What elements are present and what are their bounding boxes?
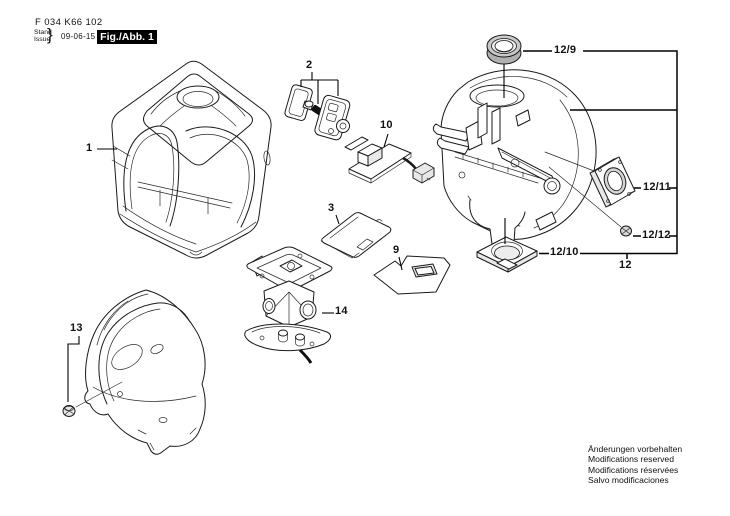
note-line-es: Salvo modificaciones	[588, 475, 669, 486]
callout-part-12-10: 12/10	[550, 246, 579, 258]
callout-part-13: 13	[70, 322, 83, 334]
part9-gasket-drawing	[373, 255, 451, 295]
leader-part12-11-12-axis	[544, 151, 622, 228]
note-line-en: Modifications reserved	[588, 454, 674, 465]
part14-laser-unit-drawing	[244, 246, 333, 364]
callout-part-12-11: 12/11	[643, 181, 671, 193]
issue-label: Issue	[34, 36, 51, 44]
part10-switch-board-drawing	[344, 136, 435, 184]
brace-glyph: }	[47, 25, 53, 44]
callout-bracket-part12	[523, 50, 678, 259]
figure-label-box: Fig./Abb. 1	[97, 30, 157, 44]
callout-part-2: 2	[306, 59, 313, 71]
part12-12-screw-drawing	[620, 225, 632, 237]
leader-part2	[300, 72, 339, 104]
callout-part-12: 12	[619, 259, 632, 271]
callout-part-12-12: 12/12	[642, 229, 671, 241]
note-line-fr: Modifications réservées	[588, 464, 679, 475]
leader-part10	[383, 133, 389, 148]
stand-issue-label: Stand Issue	[34, 29, 52, 44]
leader-part3	[335, 214, 340, 225]
callout-part-14: 14	[335, 305, 348, 317]
part12-11-lens-flange-drawing	[589, 156, 636, 208]
part1-housing-cover-drawing	[111, 60, 272, 259]
callout-part-1: 1	[86, 142, 93, 154]
leader-part9	[398, 256, 403, 271]
callout-part-3: 3	[328, 202, 335, 214]
leader-part13	[67, 336, 80, 402]
issue-date: 09-06-15	[61, 32, 96, 41]
callout-part-10: 10	[380, 119, 393, 131]
part12-10-base-plate-drawing	[476, 236, 538, 273]
stand-label: Stand	[34, 29, 52, 36]
document-number: F 034 K66 102	[35, 17, 103, 28]
part12-9-ring-drawing	[486, 34, 522, 65]
part2-plates-drawing	[284, 84, 351, 141]
callout-part-9: 9	[393, 244, 400, 256]
part3-cover-plate-drawing	[320, 212, 392, 259]
callout-part-12-9: 12/9	[554, 44, 577, 56]
note-line-de: Änderungen vorbehalten	[588, 444, 683, 454]
modification-notes: Änderungen vorbehalten Modifications res…	[588, 444, 682, 486]
part12-motor-housing-drawing	[432, 69, 597, 248]
part13-housing-shell-drawing	[62, 289, 206, 455]
